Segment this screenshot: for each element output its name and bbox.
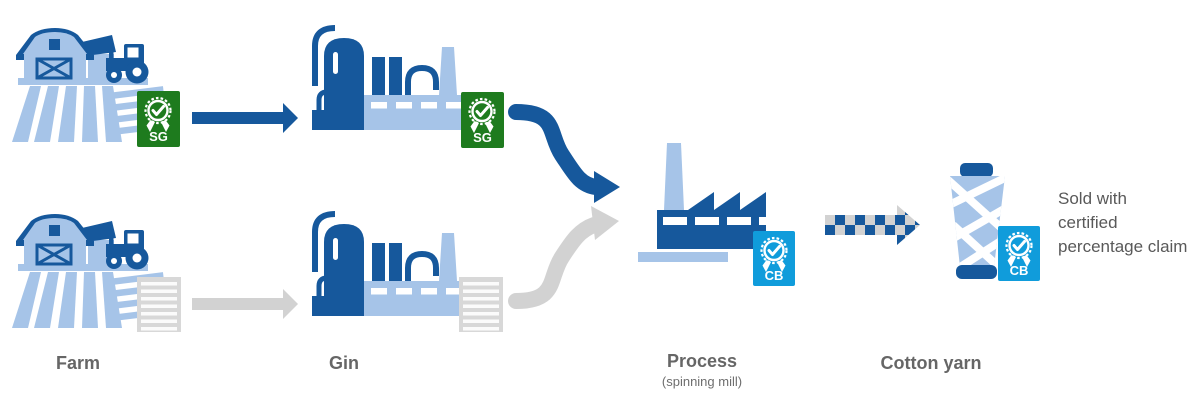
cb-badge-process-label: CB xyxy=(765,268,784,283)
sg-badge-gin: SG xyxy=(461,92,504,148)
cb-badge-yarn: CB xyxy=(998,226,1040,281)
sg-badge-farm-label: SG xyxy=(149,129,168,144)
stage-label-gin: Gin xyxy=(329,353,359,373)
uncertified-stripes-icon-farm xyxy=(137,277,181,332)
stage-label-farm: Farm xyxy=(56,353,100,373)
sg-badge-farm: SG xyxy=(137,91,180,147)
factory-icon xyxy=(638,143,766,262)
note-line-2: certified xyxy=(1058,213,1118,232)
stage-label-process: Process xyxy=(667,351,737,371)
curved-arrow-icon-gin-process-certified xyxy=(508,104,620,203)
certified-claim-note: Sold with certified percentage claim xyxy=(1058,189,1187,256)
note-line-3: percentage claim xyxy=(1058,237,1187,256)
cb-badge-yarn-label: CB xyxy=(1010,263,1029,278)
sg-badge-gin-label: SG xyxy=(473,130,492,145)
uncertified-stripes-icon-gin xyxy=(459,277,503,332)
gin-factory-icon xyxy=(312,28,465,130)
stage-sublabel-process: (spinning mill) xyxy=(662,374,742,389)
curved-arrow-icon-gin-process-uncertified xyxy=(508,206,619,309)
cb-badge-process: CB xyxy=(753,231,795,286)
checkered-arrow-icon-process-yarn xyxy=(825,205,920,245)
gin-factory-icon-uncertified xyxy=(312,214,465,316)
straight-arrow-icon-farm-gin-certified xyxy=(192,103,298,133)
note-line-1: Sold with xyxy=(1058,189,1127,208)
yarn-cone-icon xyxy=(950,163,1005,279)
stage-label-cotton-yarn: Cotton yarn xyxy=(881,353,982,373)
straight-arrow-icon-farm-gin-uncertified xyxy=(192,289,298,319)
